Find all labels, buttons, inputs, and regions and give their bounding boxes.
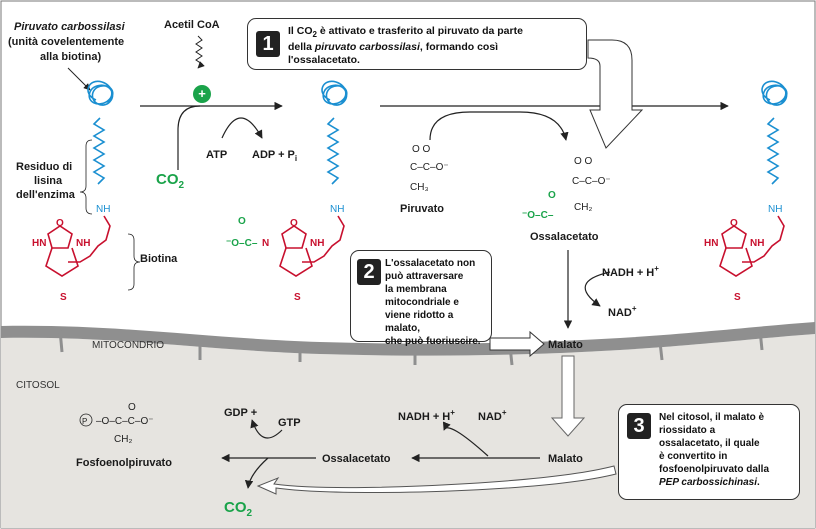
svg-text:O O: O O bbox=[574, 156, 593, 167]
co2-label: CO2 bbox=[156, 171, 185, 191]
step2-number: 2 bbox=[357, 259, 381, 285]
lysine-label-3: dell'enzima bbox=[16, 189, 76, 201]
nadh-label-mito: NADH + H+ bbox=[602, 264, 659, 279]
biotin-label: Biotina bbox=[140, 253, 178, 265]
membrane-cristae bbox=[58, 329, 764, 366]
step3-hollow-arrow bbox=[256, 465, 617, 495]
plus-sign: + bbox=[198, 86, 206, 101]
oxaloacetate-structure: O O C–C–O⁻ CH₂ bbox=[572, 156, 611, 213]
biotin-nh-left: NH bbox=[76, 238, 90, 249]
acetylcoa-label: Acetil CoA bbox=[164, 19, 220, 31]
plus-activator-icon bbox=[193, 85, 211, 103]
step2-box: 2 L'ossalacetato non può attraversare la… bbox=[350, 250, 492, 347]
pc-pointer-arrow bbox=[67, 67, 91, 91]
biotin-o-left: O bbox=[56, 218, 64, 229]
biotin-o-right: O bbox=[730, 218, 738, 229]
biotin-nh-middle: NH bbox=[310, 238, 324, 249]
svg-text:CH₂: CH₂ bbox=[114, 434, 132, 445]
co2-release-arrow bbox=[244, 457, 269, 489]
malate-transport-arrow bbox=[550, 355, 586, 437]
biotin-hn-right: HN bbox=[704, 238, 718, 249]
citosol-label: CITOSOL bbox=[16, 380, 60, 391]
biotin-s-middle: S bbox=[294, 292, 301, 303]
acetylcoa-activation-arrow bbox=[195, 35, 205, 69]
biotin-bracket bbox=[127, 233, 141, 291]
biotin-left bbox=[45, 215, 111, 277]
pc-subtitle-2: alla biotina) bbox=[40, 51, 101, 63]
step1-number: 1 bbox=[256, 31, 280, 57]
step2-text: L'ossalacetato non può attraversare la m… bbox=[385, 258, 481, 347]
nad-label-mito: NAD+ bbox=[608, 304, 637, 319]
co2-feed-curve bbox=[177, 105, 201, 170]
ossalacetato-cyto-label: Ossalacetato bbox=[322, 453, 391, 465]
oxaloacetate-carboxyl-o: O bbox=[548, 190, 556, 201]
enzyme-right bbox=[761, 80, 788, 185]
gdp-label: GDP + bbox=[224, 407, 257, 419]
step1-box: 1 Il CO2 è attivato e trasferito al piru… bbox=[247, 18, 587, 70]
fosfo-label: Fosfoenolpiruvato bbox=[76, 457, 172, 469]
lysine-label-1: Residuo di bbox=[16, 161, 72, 173]
pc-title: Piruvato carbossilasi bbox=[14, 21, 126, 33]
carboxyl-o: O bbox=[238, 216, 246, 227]
svg-text:P: P bbox=[82, 417, 87, 426]
nh-right: NH bbox=[768, 204, 782, 215]
biotin-s-left: S bbox=[60, 292, 67, 303]
mitochondrial-membrane bbox=[1, 322, 815, 356]
co2-cyto-label: CO2 bbox=[224, 499, 253, 519]
pyruvate-structure: O O C–C–O⁻ CH₃ bbox=[410, 144, 449, 193]
svg-text:C–C–O⁻: C–C–O⁻ bbox=[410, 162, 449, 173]
enzyme-left bbox=[87, 80, 114, 185]
malato-mito-label: Malato bbox=[548, 339, 583, 351]
nh-left: NH bbox=[96, 204, 110, 215]
svg-text:–O–C–C–O⁻: –O–C–C–O⁻ bbox=[96, 416, 154, 427]
pc-subtitle-1: (unità covelentemente bbox=[8, 36, 124, 48]
step3-text: Nel citosol, il malato è riossidato a os… bbox=[659, 412, 770, 488]
biotin-n-middle: N bbox=[262, 238, 269, 249]
lysine-label-2: lisina bbox=[34, 175, 63, 187]
biotin-middle bbox=[279, 215, 345, 277]
svg-text:CH₃: CH₃ bbox=[410, 182, 429, 193]
cytosol-region bbox=[1, 334, 815, 528]
step3-number: 3 bbox=[627, 413, 651, 439]
gtp-gdp-arrow bbox=[250, 419, 283, 439]
nad-label-cyto: NAD+ bbox=[478, 408, 507, 423]
ossalacetato-label: Ossalacetato bbox=[530, 231, 599, 243]
biotin-hn-left: HN bbox=[32, 238, 46, 249]
svg-text:O O: O O bbox=[412, 144, 431, 155]
pyruvate-to-oxaloacetate-arrow bbox=[429, 111, 569, 141]
gtp-label: GTP bbox=[278, 417, 301, 429]
malato-cyto-label: Malato bbox=[548, 453, 583, 465]
svg-text:CH₂: CH₂ bbox=[574, 202, 592, 213]
nad-nadh-arrow-cyto bbox=[442, 421, 489, 457]
nh-middle: NH bbox=[330, 204, 344, 215]
lysine-bracket bbox=[79, 139, 93, 215]
step1-hollow-arrow bbox=[587, 39, 644, 149]
svg-text:C–C–O⁻: C–C–O⁻ bbox=[572, 176, 611, 187]
biotin-s-right: S bbox=[734, 292, 741, 303]
piruvato-label: Piruvato bbox=[400, 203, 444, 215]
step2-hollow-arrow bbox=[489, 330, 545, 358]
step1-text: Il CO2 è attivato e trasferito al piruva… bbox=[288, 25, 523, 67]
enzyme-middle bbox=[321, 80, 348, 185]
step3-box: 3 Nel citosol, il malato è riossidato a … bbox=[618, 404, 800, 500]
pep-structure: P –O–C–C–O⁻ O CH₂ bbox=[79, 402, 154, 445]
oxaloacetate-carboxyl: ⁻O–C– bbox=[522, 210, 554, 221]
nadh-nad-arrow-mito bbox=[584, 271, 611, 307]
biotin-right bbox=[719, 215, 785, 277]
biotin-nh-right: NH bbox=[750, 238, 764, 249]
mitocondrio-label: MITOCONDRIO bbox=[92, 340, 164, 351]
atp-adp-arrow bbox=[221, 117, 263, 139]
atp-label: ATP bbox=[206, 149, 227, 161]
carboxyl-group: ⁻O–C– bbox=[226, 238, 258, 249]
nadh-label-cyto: NADH + H+ bbox=[398, 408, 455, 423]
adp-label: ADP + Pi bbox=[252, 149, 297, 163]
svg-text:O: O bbox=[128, 402, 136, 413]
biotin-o-middle: O bbox=[290, 218, 298, 229]
